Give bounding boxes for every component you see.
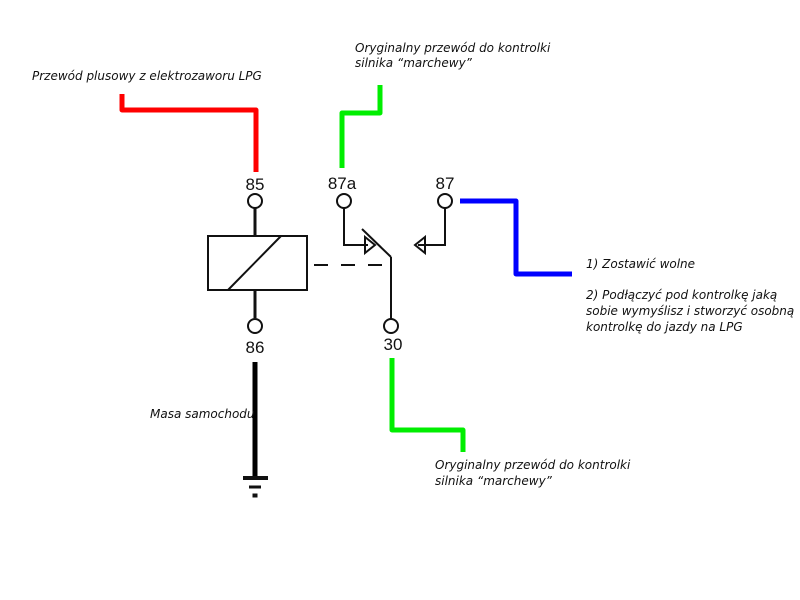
ground-symbol-icon bbox=[243, 476, 268, 498]
pin-30-terminal bbox=[383, 318, 399, 334]
pin-85-label: 85 bbox=[246, 175, 265, 194]
original-wire-87a bbox=[339, 85, 383, 168]
option2-annotation-line1: 2) Podłączyć pod kontrolkę jaką bbox=[586, 288, 777, 302]
free-wire-87 bbox=[460, 198, 572, 277]
relay-switch bbox=[343, 208, 446, 319]
pin-30-label: 30 bbox=[384, 335, 403, 354]
option2-annotation-line3: kontrolkę do jazdy na LPG bbox=[586, 320, 743, 334]
relay-coil bbox=[207, 208, 308, 318]
original-wire-bottom-annotation-line1: Oryginalny przewód do kontrolki bbox=[435, 458, 631, 472]
original-wire-top-annotation-line2: silnika “marchewy” bbox=[355, 56, 473, 70]
original-wire-top-annotation-line1: Oryginalny przewód do kontrolki bbox=[355, 41, 551, 55]
option2-annotation-line2: sobie wymyślisz i stworzyć osobną bbox=[586, 304, 794, 318]
option1-annotation: 1) Zostawić wolne bbox=[586, 257, 695, 271]
original-wire-30 bbox=[389, 358, 466, 452]
pin-87-label: 87 bbox=[436, 174, 455, 193]
pin-85-terminal bbox=[247, 193, 263, 209]
pin-87-terminal bbox=[437, 193, 453, 209]
positive-wire-lpg-valve bbox=[119, 94, 259, 172]
pin-86-label: 86 bbox=[246, 338, 265, 357]
original-wire-bottom-annotation-line2: silnika “marchewy” bbox=[435, 474, 553, 488]
pin-87a-label: 87a bbox=[328, 174, 357, 193]
pin-86-terminal bbox=[247, 318, 263, 334]
positive-wire-annotation: Przewód plusowy z elektrozaworu LPG bbox=[32, 69, 262, 83]
ground-annotation: Masa samochodu bbox=[150, 407, 255, 421]
pin-87a-terminal bbox=[336, 193, 352, 209]
